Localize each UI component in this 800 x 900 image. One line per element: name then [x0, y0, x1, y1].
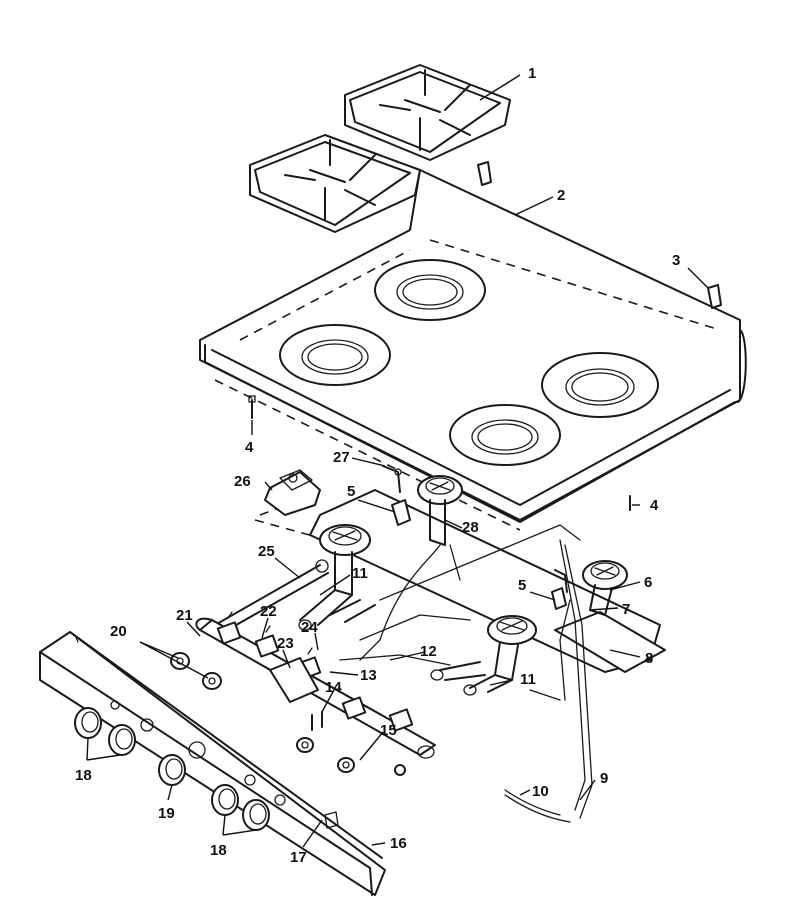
burner-tube-left: [298, 589, 353, 631]
gas-valve-5: [388, 708, 414, 732]
igniter-right: [554, 569, 568, 593]
cooktop: [199, 169, 747, 561]
callout-26: 26: [234, 473, 251, 490]
gas-tubing: [339, 524, 593, 823]
burner-rear-right: [582, 560, 628, 616]
callout-25: 25: [258, 543, 275, 560]
washer-14: [296, 737, 314, 753]
control-panel: [39, 631, 386, 896]
gas-valve-2: [254, 625, 280, 658]
callout-27: 27: [333, 449, 350, 466]
bracket-5a: [391, 499, 411, 526]
knob-2: [108, 724, 136, 756]
callout-1: 1: [528, 65, 536, 82]
callout-15: 15: [380, 722, 397, 739]
burner-tube-right: [463, 674, 513, 696]
callout-8: 8: [645, 650, 653, 667]
callout-22: 22: [260, 603, 277, 620]
callout-10: 10: [532, 783, 549, 800]
callout-28: 28: [462, 519, 479, 536]
callout-11-lower: 11: [520, 671, 536, 688]
gas-valve-4: [341, 696, 367, 720]
callout-20: 20: [110, 623, 127, 640]
callout-labels: 1 2 3 4 4 5 5 6 7 8 9 10 11 11 12 13 14 …: [75, 65, 680, 866]
callout-6: 6: [644, 574, 652, 591]
screw-left: [248, 395, 256, 419]
callout-16: 16: [390, 835, 407, 852]
knob-3: [158, 754, 186, 786]
callout-18-left: 18: [75, 767, 92, 784]
knob-4: [211, 784, 239, 816]
callout-19: 19: [158, 805, 175, 822]
washer-20b: [202, 672, 222, 690]
callout-4-right: 4: [650, 497, 659, 514]
callout-9: 9: [600, 770, 608, 787]
spark-module: [264, 469, 321, 516]
callout-2: 2: [557, 187, 565, 204]
igniter: [382, 465, 402, 493]
grate-rear: [344, 64, 511, 161]
screws-14: [311, 711, 323, 731]
burner-well-front-right: [449, 404, 561, 466]
callout-14: 14: [325, 679, 342, 696]
callout-13: 13: [360, 667, 377, 684]
knob-1: [74, 707, 102, 739]
burner-rear-left: [417, 475, 463, 546]
burner-well-rear-left: [374, 259, 486, 321]
burner-front-right: [487, 615, 537, 681]
clip-rear: [477, 161, 492, 186]
burner-well-front-left: [279, 324, 391, 386]
bracket-5b: [551, 587, 567, 610]
knob-5: [242, 799, 270, 831]
burner-front-left: [319, 524, 371, 596]
callout-7: 7: [622, 601, 630, 618]
grate-front: [249, 134, 421, 233]
washer-15: [337, 757, 355, 773]
callout-24: 24: [301, 619, 318, 636]
callout-4-left: 4: [245, 439, 254, 456]
valve-bracket: [269, 657, 319, 703]
clip-side: [707, 284, 722, 309]
gas-valve-1: [216, 611, 242, 645]
callout-21: 21: [176, 607, 193, 624]
callout-5-left: 5: [347, 483, 355, 500]
callout-11-upper: 11: [352, 565, 368, 582]
leader-lines: [86, 74, 709, 848]
callout-12: 12: [420, 643, 437, 660]
burner-well-rear-right: [541, 352, 659, 418]
callout-18-right: 18: [210, 842, 227, 859]
callout-17: 17: [290, 849, 307, 866]
callout-23: 23: [277, 635, 294, 652]
burner-tube-center: [329, 599, 376, 623]
callout-3: 3: [672, 252, 680, 269]
nut-15: [394, 764, 406, 776]
burner-tube-right-lower: [430, 661, 486, 681]
burner-tube-long: [214, 559, 329, 634]
callout-5-right: 5: [518, 577, 526, 594]
